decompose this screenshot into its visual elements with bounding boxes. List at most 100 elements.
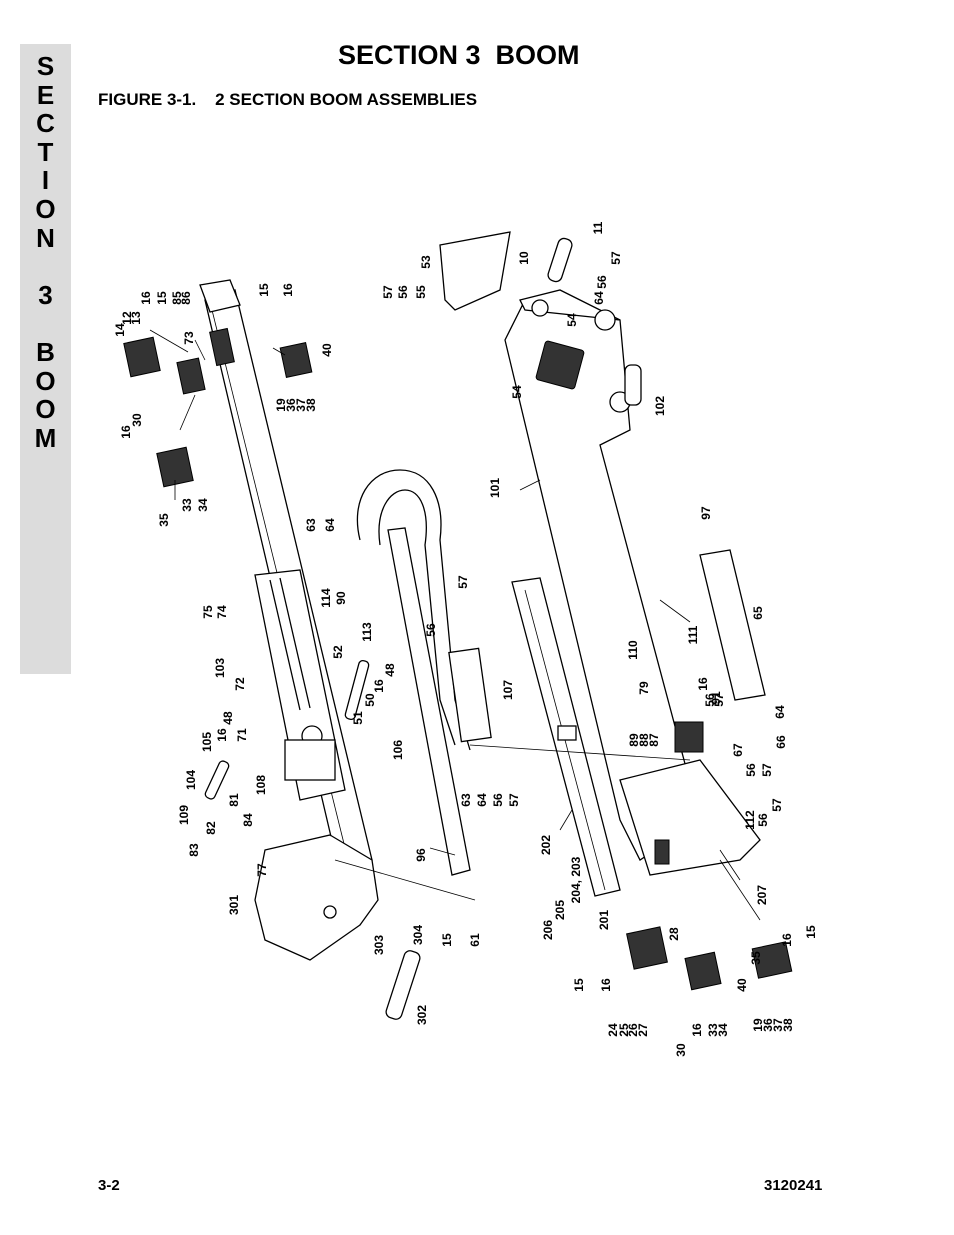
- part-callout: 74: [215, 605, 229, 619]
- part-callout: 61: [468, 933, 482, 947]
- part-callout: 102: [653, 396, 667, 416]
- document-number: 3120241: [764, 1177, 823, 1194]
- part-callout: 109: [177, 805, 191, 825]
- part-callout: 57: [760, 763, 774, 777]
- part-callout: 57: [609, 251, 623, 265]
- part-callout: 55: [414, 285, 428, 299]
- part-callout: 56: [756, 813, 770, 827]
- cable-track-drawing: [356, 469, 492, 876]
- part-callout: 12: [120, 311, 134, 325]
- part-callout: 77: [255, 863, 269, 877]
- part-callout: 16: [690, 1023, 704, 1037]
- part-callout: 304: [411, 925, 425, 945]
- part-callout: 83: [187, 843, 201, 857]
- side-tab-letter: O: [35, 365, 56, 396]
- part-callout: 16: [281, 283, 295, 297]
- part-callout: 107: [501, 680, 515, 700]
- part-callout: 16: [215, 728, 229, 742]
- part-callout: 35: [157, 513, 171, 527]
- part-callout: 88: [637, 733, 651, 747]
- part-callout: 101: [488, 478, 502, 498]
- part-callout: 64: [323, 518, 337, 532]
- part-callout: 201: [597, 910, 611, 930]
- part-callout: 205: [553, 900, 567, 920]
- part-callout: 85: [170, 291, 184, 305]
- part-callout: 103: [213, 658, 227, 678]
- part-callout: 301: [227, 895, 241, 915]
- part-callout: 48: [383, 663, 397, 677]
- bracket-drawing: [439, 231, 511, 311]
- part-callout: 57: [456, 575, 470, 589]
- part-callout: 15: [572, 978, 586, 992]
- part-callout: 97: [699, 506, 713, 520]
- side-tab-letter: M: [34, 422, 57, 453]
- part-callout: 34: [196, 498, 210, 512]
- part-callout: 30: [130, 413, 144, 427]
- part-callout: 37: [294, 398, 308, 412]
- part-callout: 26: [626, 1023, 640, 1037]
- part-callout: 56: [424, 623, 438, 637]
- part-callout: 104: [184, 770, 198, 790]
- part-callout: 66: [774, 735, 788, 749]
- part-callout: 40: [735, 978, 749, 992]
- part-callout: 65: [751, 606, 765, 620]
- cover-plate-drawing: [699, 549, 766, 701]
- part-callout: 57: [381, 285, 395, 299]
- part-callout: 54: [510, 385, 524, 399]
- part-callout: 16: [119, 425, 133, 439]
- part-callout: 64: [592, 291, 606, 305]
- part-callout: 72: [233, 677, 247, 691]
- part-callout: 79: [637, 681, 651, 695]
- part-callout: 91: [709, 691, 723, 705]
- part-callout: 207: [755, 885, 769, 905]
- part-callout: 64: [475, 793, 489, 807]
- part-callout: 113: [360, 622, 374, 642]
- part-callout: 106: [391, 740, 405, 760]
- part-callout: 111: [686, 625, 700, 644]
- part-callout: 56: [595, 275, 609, 289]
- page-title: SECTION 3 BOOM: [338, 40, 580, 70]
- part-callout: 57: [507, 793, 521, 807]
- part-callout: 63: [304, 518, 318, 532]
- part-callout: 24: [606, 1023, 620, 1037]
- part-callout: 63: [459, 793, 473, 807]
- part-callout: 52: [331, 645, 345, 659]
- part-callout: 16: [599, 978, 613, 992]
- part-callout: 34: [716, 1023, 730, 1037]
- part-callout: 114: [319, 588, 333, 608]
- part-callout: 28: [667, 927, 681, 941]
- part-callout: 73: [182, 331, 196, 345]
- side-tab-letter: C: [36, 108, 55, 139]
- side-tab-letter: I: [41, 165, 50, 196]
- part-callout: 112: [743, 810, 757, 830]
- part-callout: 27: [636, 1023, 650, 1037]
- part-callout: 108: [254, 775, 268, 795]
- part-callout: 57: [712, 693, 726, 707]
- part-callout: 13: [129, 311, 143, 325]
- part-callout: 204, 203: [569, 856, 583, 903]
- part-callout: 10: [517, 251, 531, 265]
- part-callout: 206: [541, 920, 555, 940]
- part-callout: 54: [565, 313, 579, 327]
- part-callout: 15: [257, 283, 271, 297]
- part-callout: 89: [627, 733, 641, 747]
- part-callout: 19: [751, 1018, 765, 1032]
- part-callout: 57: [770, 798, 784, 812]
- part-callout: 90: [334, 591, 348, 605]
- part-callout: 303: [372, 935, 386, 955]
- part-callout: 202: [539, 835, 553, 855]
- part-callout: 96: [414, 848, 428, 862]
- part-callout: 16: [372, 679, 386, 693]
- part-callout: 56: [491, 793, 505, 807]
- part-callout: 36: [284, 398, 298, 412]
- part-callout: 15: [440, 933, 454, 947]
- part-callout: 16: [780, 933, 794, 947]
- part-callout: 11: [591, 221, 605, 234]
- part-callout: 51: [351, 711, 365, 725]
- part-callout: 30: [674, 1043, 688, 1057]
- part-callout: 35: [749, 951, 763, 965]
- part-callout: 25: [617, 1023, 631, 1037]
- part-callout: 82: [204, 821, 218, 835]
